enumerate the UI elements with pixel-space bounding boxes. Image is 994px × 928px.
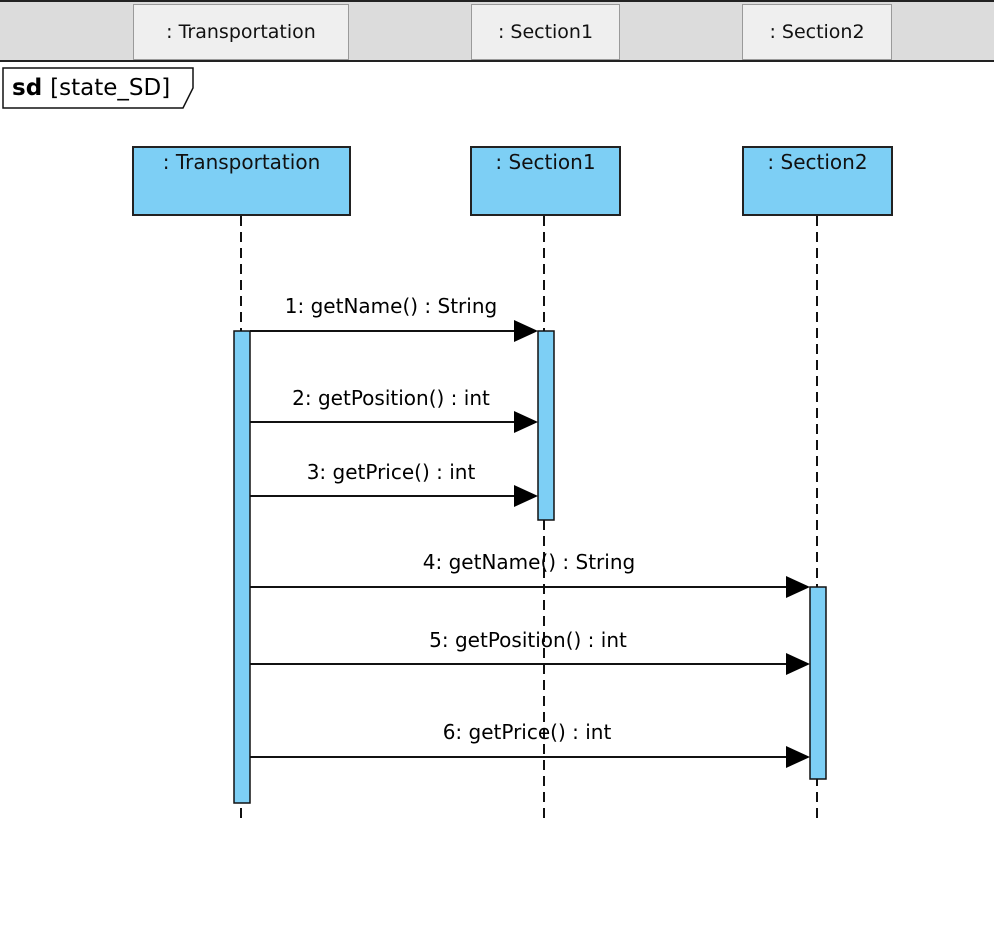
lifeline-header-bar: : Transportation : Section1 : Section2 <box>0 0 994 62</box>
arrowhead-icon <box>514 485 538 507</box>
message-label[interactable]: 5: getPosition() : int <box>429 628 627 652</box>
message-arrow-3[interactable] <box>250 485 538 507</box>
message-label[interactable]: 4: getName() : String <box>422 550 636 574</box>
header-cell-transportation[interactable]: : Transportation <box>133 4 349 60</box>
arrowhead-icon <box>786 653 810 675</box>
arrowhead-icon <box>514 320 538 342</box>
frame-label: sd [state_SD] <box>4 68 170 108</box>
header-cell-label: : Transportation <box>166 21 316 43</box>
lifeline-head-label: : Section2 <box>767 150 868 174</box>
lifeline-head-section2[interactable]: : Section2 <box>742 146 893 216</box>
message-arrow-6[interactable] <box>250 746 810 768</box>
message-label[interactable]: 6: getPrice() : int <box>442 720 612 744</box>
header-cell-label: : Section2 <box>769 21 865 43</box>
arrowhead-icon <box>786 746 810 768</box>
arrowhead-icon <box>514 411 538 433</box>
activation-bar-transportation[interactable] <box>233 330 251 804</box>
lifeline-head-label: : Transportation <box>162 150 321 174</box>
header-cell-section1[interactable]: : Section1 <box>471 4 620 60</box>
header-cell-section2[interactable]: : Section2 <box>742 4 892 60</box>
lifeline-head-section1[interactable]: : Section1 <box>470 146 621 216</box>
message-label[interactable]: 1: getName() : String <box>284 294 498 318</box>
lifeline-head-transportation[interactable]: : Transportation <box>132 146 351 216</box>
header-cell-label: : Section1 <box>497 21 594 43</box>
activation-bar-section2[interactable] <box>809 586 827 780</box>
frame-label-tab <box>2 67 194 109</box>
message-arrow-4[interactable] <box>250 576 810 598</box>
activation-bar-section1[interactable] <box>537 330 555 521</box>
message-arrow-2[interactable] <box>250 411 538 433</box>
arrowhead-icon <box>786 576 810 598</box>
message-arrow-1[interactable] <box>250 320 538 342</box>
message-arrow-5[interactable] <box>250 653 810 675</box>
lifeline-head-label: : Section1 <box>495 150 596 174</box>
message-label[interactable]: 2: getPosition() : int <box>292 386 490 410</box>
frame-name: [state_SD] <box>50 75 171 101</box>
frame-keyword: sd <box>12 75 43 101</box>
message-label[interactable]: 3: getPrice() : int <box>306 460 476 484</box>
